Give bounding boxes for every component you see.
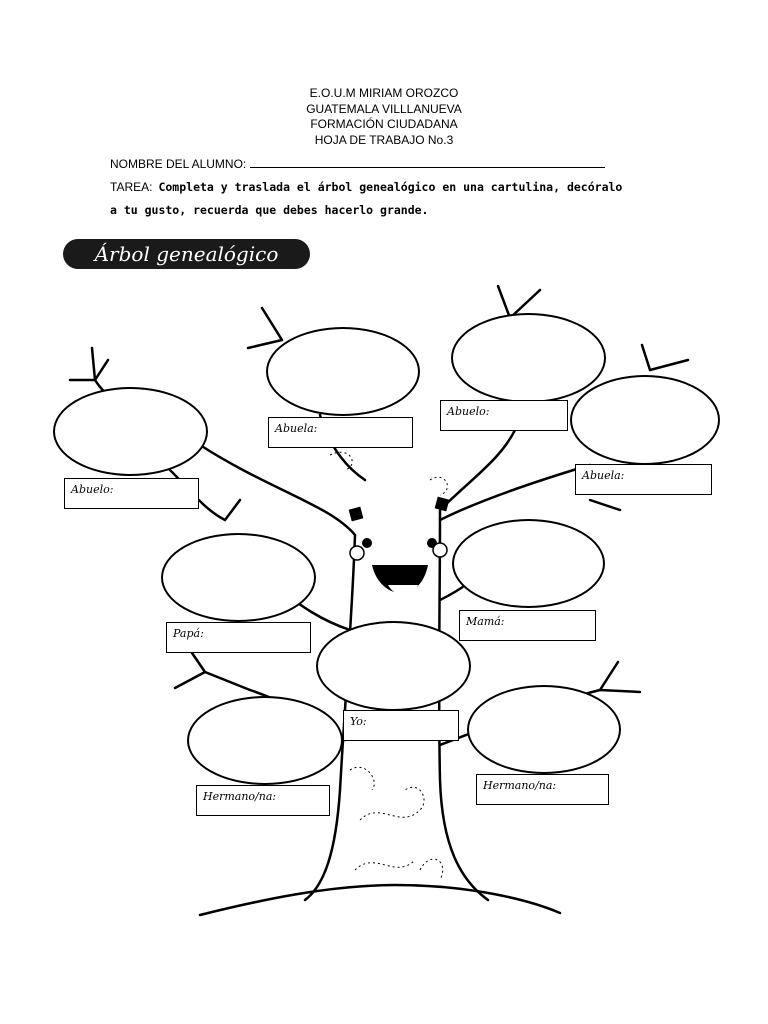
bark-swirl — [359, 787, 425, 821]
task-text: Completa y traslada el árbol genealógico… — [110, 180, 623, 217]
student-name-field[interactable] — [250, 156, 606, 168]
bark-swirl — [329, 451, 353, 471]
school-name: E.O.U.M MIRIAM OROZCO — [309, 86, 459, 100]
twig-top-left — [246, 306, 284, 350]
twig-lower-left — [173, 648, 252, 692]
twig-lower-right — [598, 660, 642, 694]
bark-swirl — [419, 858, 444, 881]
ground-line — [198, 883, 562, 917]
label-abuela-left[interactable]: Abuela: — [268, 417, 413, 448]
oval-abuela-right[interactable] — [570, 375, 720, 465]
bark-swirl — [354, 859, 416, 871]
oval-hermano-right[interactable] — [467, 685, 621, 774]
oval-abuelo-left[interactable] — [53, 387, 208, 476]
left-eyebrow — [348, 506, 364, 522]
label-yo[interactable]: Yo: — [343, 710, 459, 741]
task-label: TAREA: — [110, 180, 153, 194]
tongue — [388, 585, 418, 595]
trunk-right — [437, 508, 490, 902]
student-name-label: NOMBRE DEL ALUMNO: — [110, 157, 247, 171]
subject-name: FORMACIÓN CIUDADANA — [310, 117, 458, 131]
label-mama[interactable]: Mamá: — [459, 610, 596, 641]
bark-swirl — [429, 476, 448, 496]
label-hermano-right[interactable]: Hermano/na: — [476, 774, 609, 805]
right-cheek — [432, 542, 448, 558]
left-eye — [362, 538, 372, 548]
task-instructions: TAREA:Completa y traslada el árbol genea… — [110, 176, 630, 222]
oval-yo[interactable] — [316, 621, 471, 711]
worksheet-number: HOJA DE TRABAJO No.3 — [314, 132, 454, 147]
label-abuelo-right[interactable]: Abuelo: — [440, 400, 568, 431]
branch-upper-left — [198, 443, 357, 537]
label-papa[interactable]: Papá: — [166, 622, 311, 653]
school-location: GUATEMALA VILLLANUEVA — [306, 101, 462, 116]
branch-upper-right — [438, 428, 517, 512]
left-cheek — [349, 545, 365, 561]
student-name-row: NOMBRE DEL ALUMNO: — [110, 156, 606, 171]
school-header: E.O.U.M MIRIAM OROZCO GUATEMALA VILLLANU… — [0, 86, 768, 148]
label-abuela-right[interactable]: Abuela: — [575, 464, 712, 495]
oval-mama[interactable] — [452, 519, 605, 608]
bark-swirl — [349, 767, 375, 791]
oval-abuelo-right[interactable] — [451, 313, 606, 403]
branch-right — [438, 463, 592, 522]
worksheet-title: Árbol genealógico — [63, 239, 310, 269]
twig-mid-right — [588, 498, 622, 512]
twig-left — [68, 346, 110, 382]
oval-hermano-left[interactable] — [187, 696, 343, 785]
label-abuelo-left[interactable]: Abuelo: — [64, 478, 199, 509]
right-eyebrow — [434, 496, 450, 512]
tree-face — [348, 496, 450, 595]
twig-right — [640, 343, 690, 372]
label-hermano-left[interactable]: Hermano/na: — [196, 785, 330, 816]
oval-abuela-left[interactable] — [266, 327, 420, 416]
trunk-left — [303, 533, 357, 902]
oval-papa[interactable] — [161, 533, 316, 622]
